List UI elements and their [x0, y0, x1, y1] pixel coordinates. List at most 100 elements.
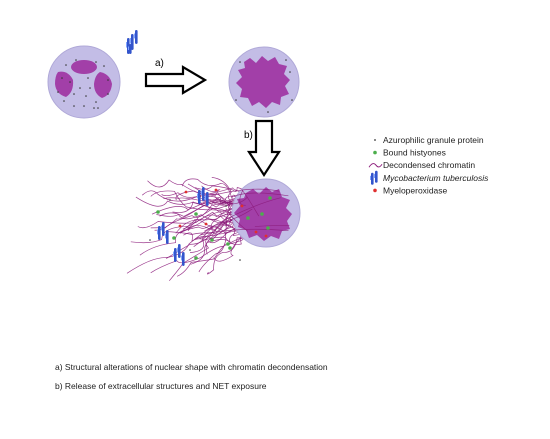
histone-dot — [226, 242, 230, 246]
granule-dot — [83, 105, 85, 107]
histone-dot — [194, 212, 198, 216]
legend-item-mpo: Myeloperoxidase — [373, 185, 448, 195]
chromatin-strand — [241, 189, 260, 217]
chromatin-strands — [200, 188, 290, 236]
chromatin-strand — [204, 197, 281, 232]
mycobacterium-cluster — [126, 30, 138, 54]
step-label-b: b) — [244, 130, 253, 141]
granule-dot — [239, 259, 241, 261]
azurophilic-granules — [235, 59, 293, 113]
mpo-dot — [204, 222, 208, 226]
granule-dot — [73, 105, 75, 107]
nucleus-decondensed — [236, 56, 290, 108]
chromatin-strand — [239, 189, 246, 206]
mycobacterium — [197, 190, 201, 204]
granule-dot — [239, 61, 241, 63]
chromatin-strand — [200, 228, 289, 236]
granule-dot — [267, 111, 269, 113]
granule-dot — [57, 91, 59, 93]
nucleus-lobe-right — [94, 72, 112, 98]
chromatin-strand — [217, 208, 253, 224]
mycobacterium — [205, 192, 209, 206]
mycobacterium — [201, 187, 205, 201]
histone-dot — [194, 256, 198, 260]
legend-swatch — [368, 163, 383, 168]
granule-dot — [73, 93, 75, 95]
granule-dot — [95, 61, 97, 63]
legend-swatch — [373, 188, 377, 193]
chromatin-strand — [225, 208, 248, 232]
net-release — [126, 177, 301, 282]
mpo-dot — [264, 234, 268, 238]
step-label-a: a) — [155, 58, 164, 69]
legend-swatch — [373, 150, 377, 155]
histone-dot — [210, 238, 214, 242]
granule-dot — [189, 249, 191, 251]
granule-dot — [95, 101, 97, 103]
mycobacterium — [370, 172, 374, 185]
granule-dot — [107, 79, 109, 81]
granule-dot — [93, 107, 95, 109]
histone-dot — [266, 226, 270, 230]
granule-dot — [61, 77, 63, 79]
granule-dot — [65, 64, 67, 66]
histone-dot — [156, 210, 160, 214]
legend-item-chromatin: Decondensed chromatin — [368, 160, 475, 170]
neutrophil-resting — [47, 45, 121, 119]
granule-dot — [79, 87, 81, 89]
chromatin-strand — [147, 179, 249, 196]
mpo-dot — [240, 204, 244, 208]
granule-dot — [97, 107, 99, 109]
arrow-b — [246, 119, 282, 178]
mycobacterium — [134, 30, 138, 44]
granule-dot — [85, 95, 87, 97]
chromatin-strand — [233, 192, 289, 197]
chromatin-strand — [254, 224, 290, 228]
caption-b: b) Release of extracellular structures a… — [55, 381, 267, 391]
mycobacterium — [165, 230, 169, 244]
mycobacterium — [157, 226, 161, 240]
granule-dot — [235, 99, 237, 101]
mycobacterium — [128, 44, 132, 54]
mycobacterium-icon — [370, 170, 378, 185]
chromatin-strand — [180, 225, 253, 236]
granule-dot — [107, 93, 109, 95]
granule-dot — [285, 59, 287, 61]
legend-item-azurophilic: Azurophilic granule protein — [374, 135, 484, 145]
legend-label: Decondensed chromatin — [383, 160, 475, 170]
mycobacterium — [374, 170, 378, 183]
granule-dot — [69, 81, 71, 83]
chromatin-strand — [201, 188, 280, 199]
mpo-dot — [214, 188, 218, 192]
nucleus-lobe-left — [55, 71, 74, 97]
azurophilic-granules — [57, 59, 109, 109]
nucleus-lobe-top — [71, 60, 97, 74]
mpo-dot — [254, 230, 258, 234]
granule-dot — [103, 65, 105, 67]
neutrophil-decondensed — [228, 46, 300, 118]
granule-dot — [149, 239, 151, 241]
granule-dot — [87, 77, 89, 79]
legend-label: Mycobacterium tuberculosis — [383, 173, 489, 183]
granule-dot — [63, 100, 65, 102]
granule-dot — [89, 87, 91, 89]
arrow-a — [144, 65, 208, 95]
histone-dot — [172, 236, 176, 240]
legend-swatch — [374, 139, 376, 141]
histone-dot — [260, 212, 264, 216]
legend-label: Bound histyones — [383, 148, 446, 158]
histone-dot — [268, 196, 272, 200]
legend-label: Myeloperoxidase — [383, 185, 448, 195]
legend-item-histones: Bound histyones — [373, 148, 446, 158]
granule-dot — [75, 59, 77, 61]
granule-dot — [169, 199, 171, 201]
legend-label: Azurophilic granule protein — [383, 135, 484, 145]
histone-dot — [228, 246, 232, 250]
mycobacterium — [173, 248, 177, 262]
legend-item-mtb: Mycobacterium tuberculosis — [370, 170, 489, 185]
cell-cytoplasm — [47, 45, 121, 119]
mpo-dot — [184, 190, 188, 194]
mpo-dot — [178, 224, 182, 228]
